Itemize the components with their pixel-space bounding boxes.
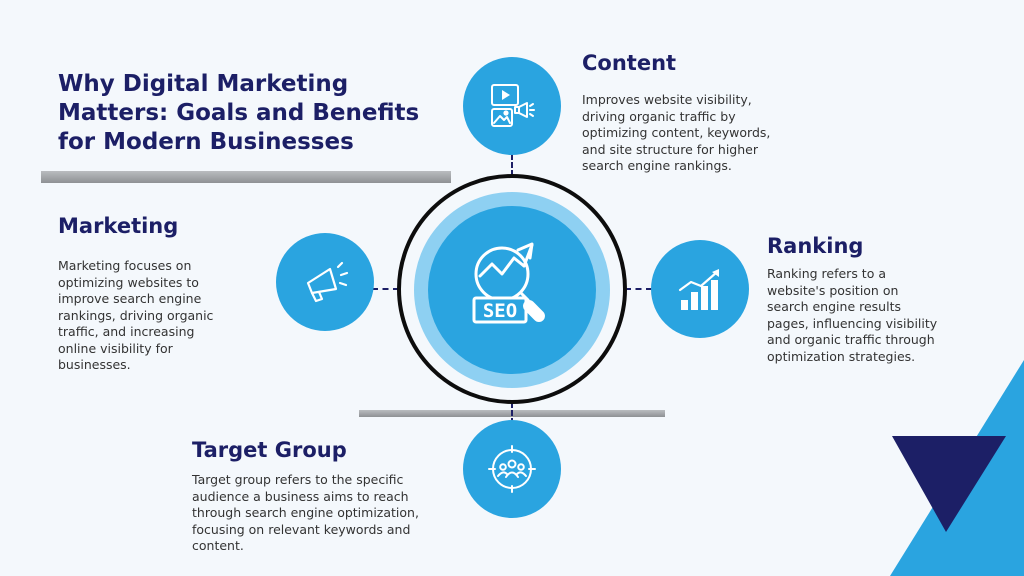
title-divider [41, 171, 451, 183]
connector-right [625, 288, 652, 290]
title-line: for Modern Businesses [58, 129, 354, 155]
marketing-heading: Marketing [58, 214, 179, 238]
connector-left [372, 288, 399, 290]
ranking-description: Ranking refers to a website's position o… [767, 266, 938, 364]
title-line: Why Digital Marketing [58, 71, 349, 97]
title-line: Matters: Goals and Benefits [58, 100, 420, 126]
media-content-icon [491, 84, 535, 127]
seo-badge-text: SEO [483, 300, 517, 322]
seo-magnifier-chart-icon: SEO [472, 242, 545, 324]
ranking-node [651, 240, 749, 338]
marketing-description: Marketing focuses on optimizing websites… [58, 258, 214, 372]
hub-core: SEO [428, 206, 596, 374]
megaphone-icon [306, 261, 349, 303]
connector-bottom [511, 402, 513, 424]
target-group-description: Target group refers to the specific audi… [192, 472, 419, 553]
connector-top [511, 154, 513, 176]
target-group-heading: Target Group [192, 438, 347, 462]
content-heading: Content [582, 51, 677, 75]
bar-chart-growth-icon [678, 269, 719, 310]
page-title: Why Digital Marketing Matters: Goals and… [58, 70, 438, 157]
content-description: Improves website visibility, driving org… [582, 92, 771, 173]
ranking-heading: Ranking [767, 234, 864, 258]
hub-outer-ring [397, 174, 627, 404]
content-node [463, 57, 561, 155]
marketing-node [276, 233, 374, 331]
target-audience-icon [488, 445, 536, 493]
corner-triangles-decoration [890, 360, 1024, 576]
target-group-node [463, 420, 561, 518]
